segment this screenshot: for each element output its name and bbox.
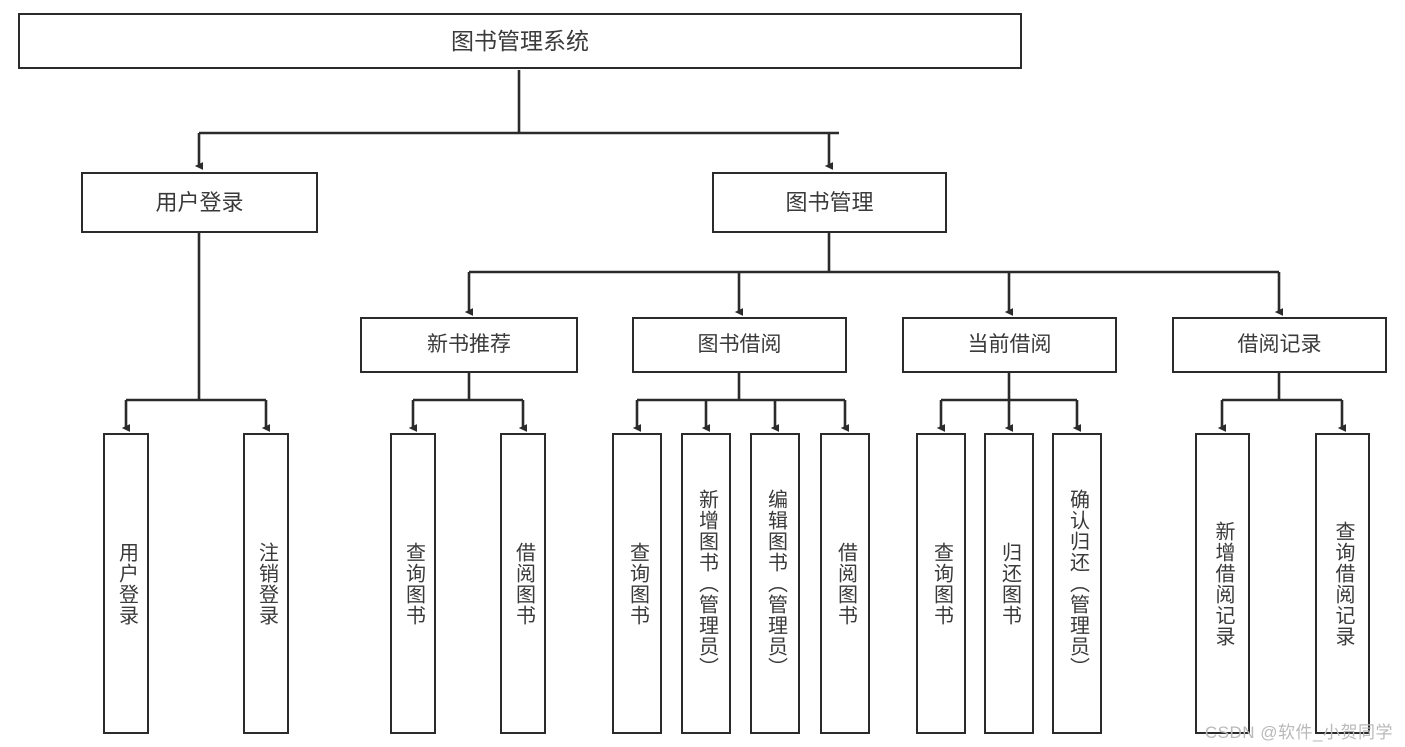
node-label: 用户登录 [155,189,244,215]
leaf-new-book-query-book[interactable]: 查询图书 [390,433,436,734]
leaf-user-login-logout[interactable]: 注销登录 [243,433,289,734]
node-current-borrow[interactable]: 当前借阅 [902,317,1117,373]
node-label: 借阅图书 [834,541,857,626]
node-label: 用户登录 [115,541,138,626]
node-label: 查询借阅记录 [1332,520,1354,647]
leaf-book-borrow-edit-book-admin[interactable]: 编辑图书（管理员） [750,433,800,734]
node-root-system[interactable]: 图书管理系统 [18,13,1022,69]
node-label: 归还图书 [998,541,1021,626]
node-label: 查询图书 [930,541,953,626]
node-label: 借阅记录 [1237,332,1322,356]
leaf-borrow-record-query-record[interactable]: 查询借阅记录 [1315,433,1370,734]
node-label: 新增借阅记录 [1212,520,1234,647]
node-new-book-recommend[interactable]: 新书推荐 [360,317,578,373]
node-book-borrow[interactable]: 图书借阅 [632,317,847,373]
leaf-book-borrow-query-book[interactable]: 查询图书 [612,433,662,734]
leaf-book-borrow-add-book-admin[interactable]: 新增图书（管理员） [681,433,731,734]
leaf-current-borrow-query-book[interactable]: 查询图书 [916,433,966,734]
leaf-current-borrow-return-book[interactable]: 归还图书 [984,433,1034,734]
node-user-login[interactable]: 用户登录 [81,172,318,233]
node-borrow-record[interactable]: 借阅记录 [1172,317,1387,373]
leaf-new-book-borrow-book[interactable]: 借阅图书 [500,433,546,734]
node-label: 当前借阅 [967,332,1052,356]
leaf-user-login-login[interactable]: 用户登录 [103,433,149,734]
leaf-borrow-record-add-record[interactable]: 新增借阅记录 [1195,433,1250,734]
leaf-current-borrow-confirm-return-admin[interactable]: 确认归还（管理员） [1052,433,1102,734]
node-label: 借阅图书 [512,541,535,626]
node-label: 注销登录 [255,541,278,626]
node-label: 图书借阅 [697,332,782,356]
node-label: 新增图书（管理员） [695,489,718,678]
leaf-book-borrow-borrow-book[interactable]: 借阅图书 [820,433,870,734]
node-label: 确认归还（管理员） [1066,489,1089,678]
node-label: 编辑图书（管理员） [764,489,787,678]
node-label: 图书管理系统 [451,27,589,54]
node-label: 图书管理 [785,189,874,215]
csdn-watermark: CSDN @软件_小贺同学 [1204,723,1393,742]
node-book-management[interactable]: 图书管理 [712,172,947,233]
node-label: 新书推荐 [427,332,511,356]
node-label: 查询图书 [626,541,649,626]
node-label: 查询图书 [402,541,425,626]
